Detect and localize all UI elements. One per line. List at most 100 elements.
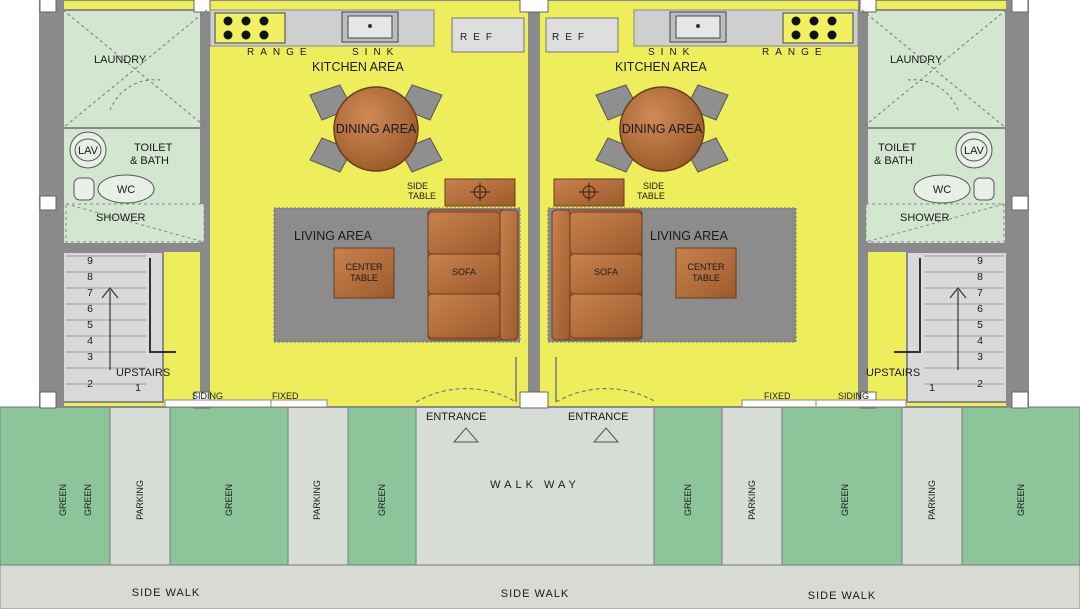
strip-labels: GREEN GREEN PARKING GREEN PARKING GREEN … [58, 480, 1026, 520]
column-posts [39, 0, 1029, 409]
stair-step-number: 4 [87, 335, 93, 347]
green-strip [653, 406, 723, 566]
entrance-label: ENTRANCE [568, 411, 629, 423]
stair-handrail-right [894, 258, 921, 353]
stair-step-number: 2 [977, 378, 983, 390]
entrance-marker-icon [452, 427, 480, 443]
chair [595, 84, 729, 173]
side-table-label: SIDE [643, 181, 664, 191]
side-table-label: SIDE [407, 181, 428, 191]
toilet-label: TOILET [134, 142, 173, 154]
stair-step-number: 2 [87, 378, 93, 390]
siding-label: SIDING [192, 391, 223, 401]
green-label: GREEN [1016, 484, 1026, 516]
lav-label: LAV [964, 145, 985, 157]
stair-treads-left [66, 255, 146, 385]
side-table-label: TABLE [408, 191, 436, 201]
front-windows [164, 399, 907, 408]
stair-step-number: 8 [87, 271, 93, 283]
living-label: LIVING AREA [294, 229, 372, 243]
stair-step-number: 3 [87, 351, 93, 363]
stair-numbers-right: 2 1 3 4 5 6 7 8 9 [929, 255, 983, 394]
stair-step-number: 9 [977, 255, 983, 267]
shower-label: SHOWER [900, 212, 950, 224]
walls [40, 0, 1028, 407]
refrigerator [545, 17, 619, 53]
entrance-marker-icon [592, 427, 620, 443]
stair-step-number: 7 [87, 287, 93, 299]
kitchen-label: KITCHEN AREA [312, 60, 404, 74]
green-strip [169, 406, 289, 566]
entrance-label: ENTRANCE [426, 411, 487, 423]
stair-step-number: 3 [977, 351, 983, 363]
toilet-label: & BATH [874, 155, 913, 167]
laundry-label: LAUNDRY [890, 54, 943, 66]
lavatory-right [955, 131, 993, 169]
fixed-label: FIXED [764, 391, 791, 401]
green-strip [0, 406, 111, 566]
walkway [415, 406, 655, 566]
upstairs-label: UPSTAIRS [116, 367, 170, 379]
green-label: GREEN [840, 484, 850, 516]
fixed-window-right [741, 399, 817, 408]
door-swing-right [555, 388, 657, 403]
side-table-left [444, 178, 516, 207]
sofa-label: SOFA [594, 267, 618, 277]
toilet-label: TOILET [878, 142, 917, 154]
parking-label: PARKING [747, 480, 757, 520]
wc-label: WC [933, 184, 951, 196]
landscape-strips [0, 406, 1080, 566]
sink-label: SINK [648, 47, 695, 58]
sidewalk [0, 564, 1080, 609]
dining-set-right [595, 84, 729, 173]
side-table-label: TABLE [637, 191, 665, 201]
living-label: LIVING AREA [650, 229, 728, 243]
entrance-doors [415, 388, 657, 403]
sofa-left [427, 209, 519, 341]
green-label: GREEN [377, 484, 387, 516]
laundry-fixtures-right [861, 9, 1007, 129]
walkway-label: WALK WAY [490, 479, 580, 491]
up-arrow-icon [949, 287, 967, 370]
parking-strip [901, 406, 963, 566]
stairs-left [62, 251, 164, 403]
center-table-right [675, 247, 737, 299]
stair-step-number: 6 [977, 303, 983, 315]
kitchen-label: KITCHEN AREA [615, 60, 707, 74]
center-table-label: TABLE [692, 273, 720, 283]
parking-strip [721, 406, 783, 566]
siding-window-left [164, 399, 272, 408]
green-label: GREEN [683, 484, 693, 516]
burner-icon [222, 15, 270, 41]
dining-label: DINING AREA [336, 122, 417, 136]
refrigerator [451, 17, 525, 53]
green-label: GREEN [83, 484, 93, 516]
stair-step-number: 4 [977, 335, 983, 347]
parking-label: PARKING [927, 480, 937, 520]
stair-step-number: 5 [87, 319, 93, 331]
toilet-label: & BATH [130, 155, 169, 167]
sidewalk-label: SIDE WALK [808, 590, 877, 602]
shower-area-left [65, 203, 205, 243]
upstairs-label: UPSTAIRS [866, 367, 920, 379]
laundry-fixtures-left [62, 9, 208, 129]
fixed-label: FIXED [272, 391, 299, 401]
sink-label: SINK [352, 47, 399, 58]
dining-set-left [309, 84, 443, 173]
stair-step-number: 9 [87, 255, 93, 267]
ref-label: REF [552, 32, 590, 43]
dining-label: DINING AREA [622, 122, 703, 136]
up-arrow-icon [101, 287, 119, 370]
shower-area-right [865, 203, 1005, 243]
lav-label: LAV [78, 145, 99, 157]
center-table-label: CENTER [687, 262, 725, 272]
stair-handrail-left [149, 258, 176, 353]
green-strip [781, 406, 903, 566]
center-table-label: CENTER [345, 262, 383, 272]
stair-step-number: 5 [977, 319, 983, 331]
dining-table [333, 86, 419, 172]
sofa-label: SOFA [452, 267, 476, 277]
siding-label: SIDING [838, 391, 869, 401]
sofa-right [551, 209, 643, 341]
